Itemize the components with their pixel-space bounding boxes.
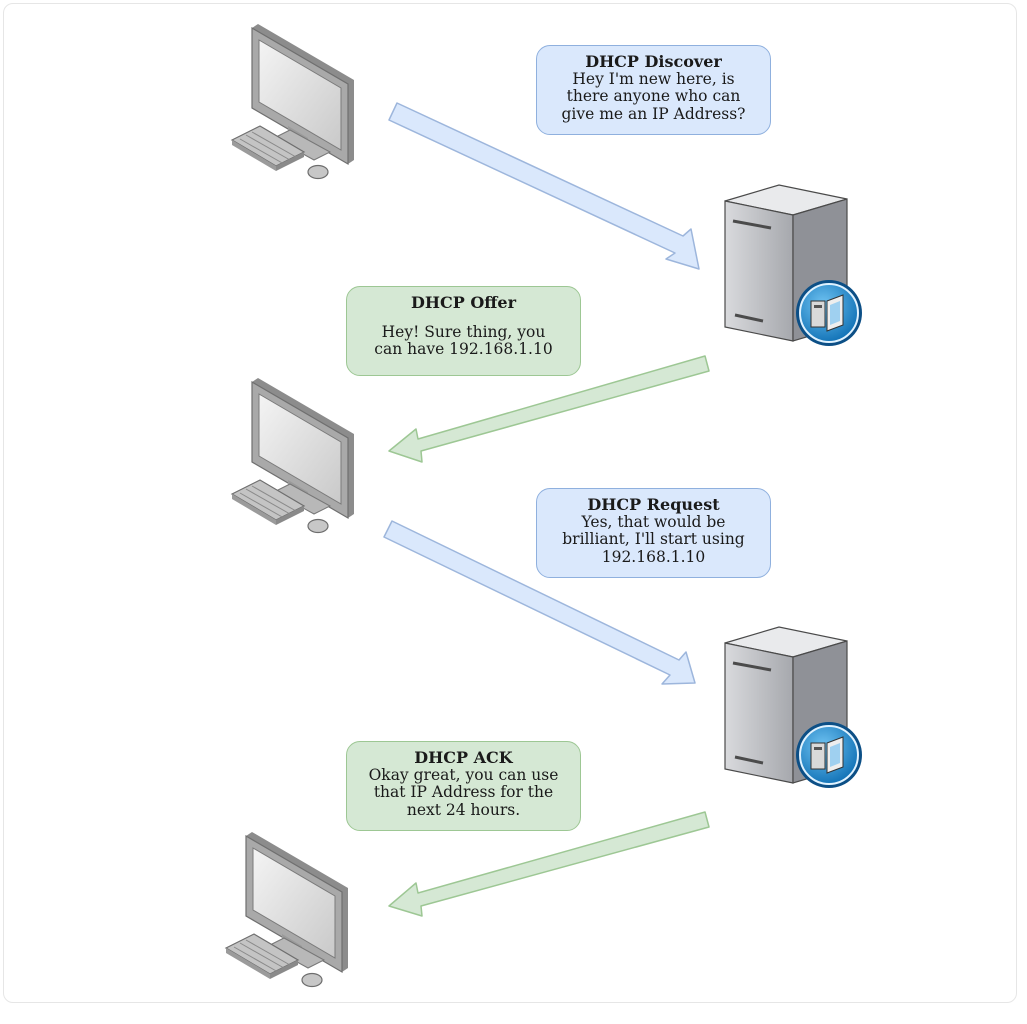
dhcp-discover-bubble: DHCP Discover Hey I'm new here, is there…	[536, 45, 771, 135]
dhcp-offer-bubble: DHCP Offer Hey! Sure thing, you can have…	[346, 286, 581, 376]
bubble-text: Yes, that would be brilliant, I'll start…	[562, 512, 745, 566]
client-computer-icon	[231, 23, 355, 180]
ack-arrow	[388, 811, 710, 917]
client-computer-icon	[225, 831, 349, 988]
bubble-text: Hey I'm new here, is there anyone who ca…	[561, 69, 746, 123]
dhcp-server-icon	[723, 183, 864, 348]
dhcp-server-icon	[723, 625, 864, 790]
bubble-title: DHCP Discover	[585, 52, 722, 71]
bubble-text: Hey! Sure thing, you can have 192.168.1.…	[374, 322, 553, 358]
client-computer-icon	[231, 377, 355, 534]
request-arrow	[383, 520, 696, 685]
bubble-title: DHCP Offer	[410, 293, 516, 312]
bubble-title: DHCP Request	[587, 495, 720, 514]
diagram-frame	[3, 3, 1017, 1003]
offer-arrow	[388, 355, 710, 463]
bubble-title: DHCP ACK	[414, 748, 513, 767]
bubble-text: Okay great, you can use that IP Address …	[368, 765, 559, 819]
dhcp-request-bubble: DHCP Request Yes, that would be brillian…	[536, 488, 771, 578]
discover-arrow	[388, 102, 700, 270]
dhcp-ack-bubble: DHCP ACK Okay great, you can use that IP…	[346, 741, 581, 831]
